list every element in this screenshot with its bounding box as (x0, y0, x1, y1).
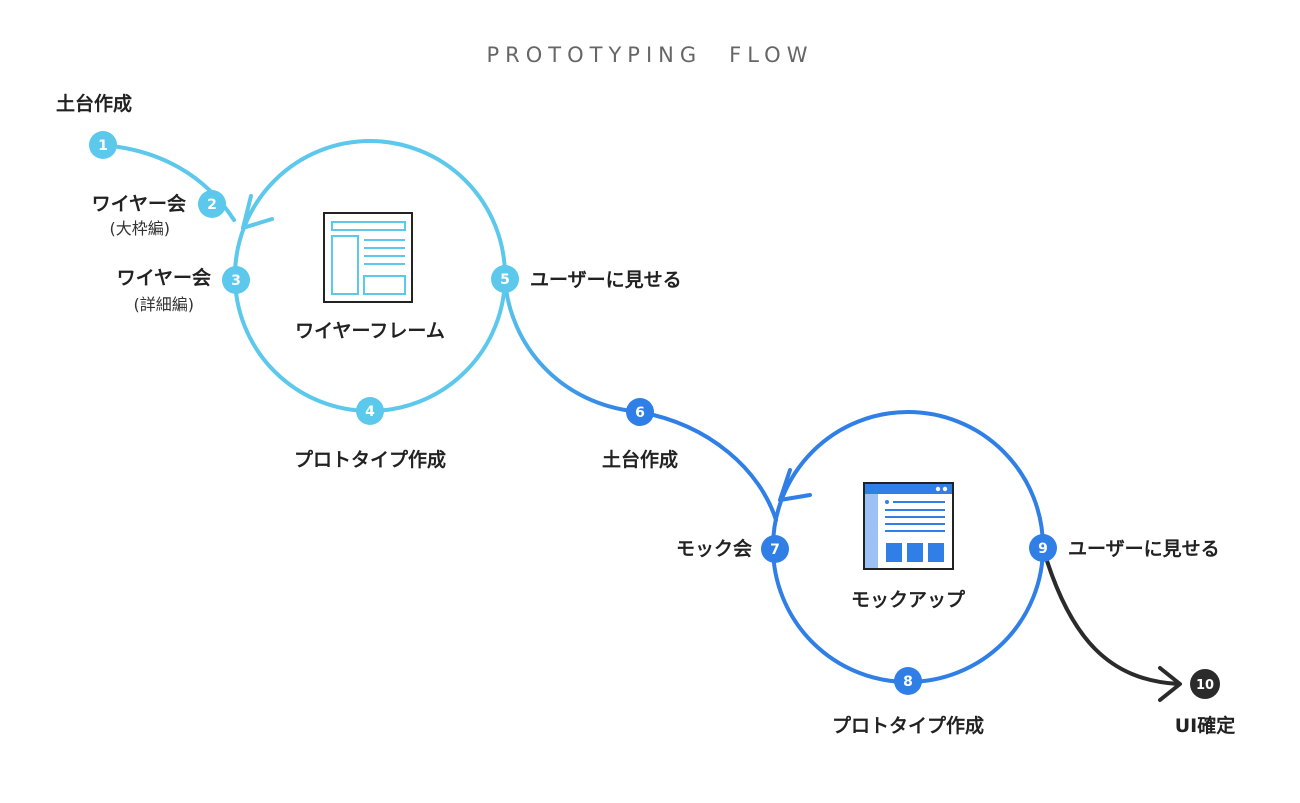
step-6-badge (626, 398, 654, 426)
mockup-cycle-label: モックアップ (851, 588, 966, 611)
step-2-badge (198, 190, 226, 218)
step-3-badge (222, 266, 250, 294)
step-6-label: 土台作成 (602, 448, 678, 471)
connector-6-7 (638, 410, 778, 522)
step-3-sublabel: (詳細編) (134, 295, 195, 314)
mockup-cycle-arrowhead (778, 468, 812, 502)
step-5-label: ユーザーに見せる (530, 269, 682, 291)
step-9-badge (1029, 534, 1057, 562)
step-7-number: 7 (770, 542, 780, 558)
step-3: 3 ワイヤー会 (詳細編) (117, 266, 250, 314)
step-6-number: 6 (635, 405, 645, 421)
step-4-badge (356, 397, 384, 425)
step-1: 1 土台作成 (56, 92, 132, 159)
step-8-label: プロトタイプ作成 (832, 714, 984, 737)
wireframe-icon (323, 212, 413, 303)
step-2: 2 ワイヤー会 (大枠編) (92, 190, 226, 238)
diagram-title: PROTOTYPING FLOW (487, 43, 814, 67)
wireframe-cycle-arrowhead (241, 194, 274, 230)
final-arrowhead (1158, 666, 1182, 702)
step-4-label: プロトタイプ作成 (294, 448, 446, 471)
step-8-number: 8 (903, 674, 913, 690)
wireframe-cycle-label: ワイヤーフレーム (295, 320, 445, 342)
step-1-badge (89, 131, 117, 159)
step-2-number: 2 (207, 197, 217, 213)
step-9-number: 9 (1038, 541, 1048, 557)
step-6: 6 土台作成 (602, 398, 678, 471)
step-1-number: 1 (98, 138, 108, 154)
mockup-icon (863, 482, 954, 570)
step-10-badge (1190, 669, 1220, 699)
step-5-number: 5 (500, 272, 510, 288)
step-9-label: ユーザーに見せる (1068, 538, 1220, 560)
step-10-label: UI確定 (1175, 714, 1236, 737)
step-3-label: ワイヤー会 (117, 266, 211, 289)
step-7-badge (761, 535, 789, 563)
step-10-number: 10 (1196, 678, 1214, 693)
step-4-number: 4 (365, 404, 375, 420)
step-1-label: 土台作成 (56, 92, 132, 115)
step-2-label: ワイヤー会 (92, 192, 186, 215)
step-7: 7 モック会 (676, 535, 789, 563)
step-8: 8 プロトタイプ作成 (832, 667, 984, 737)
connector-5-6 (503, 278, 642, 414)
step-2-sublabel: (大枠編) (110, 219, 171, 238)
step-5: 5 ユーザーに見せる (491, 265, 682, 293)
step-10: 10 UI確定 (1175, 669, 1236, 737)
step-5-badge (491, 265, 519, 293)
step-9: 9 ユーザーに見せる (1029, 534, 1220, 562)
connector-9-10 (1041, 546, 1180, 686)
step-3-number: 3 (231, 273, 241, 289)
step-8-badge (894, 667, 922, 695)
step-4: 4 プロトタイプ作成 (294, 397, 446, 471)
step-7-label: モック会 (676, 537, 752, 560)
